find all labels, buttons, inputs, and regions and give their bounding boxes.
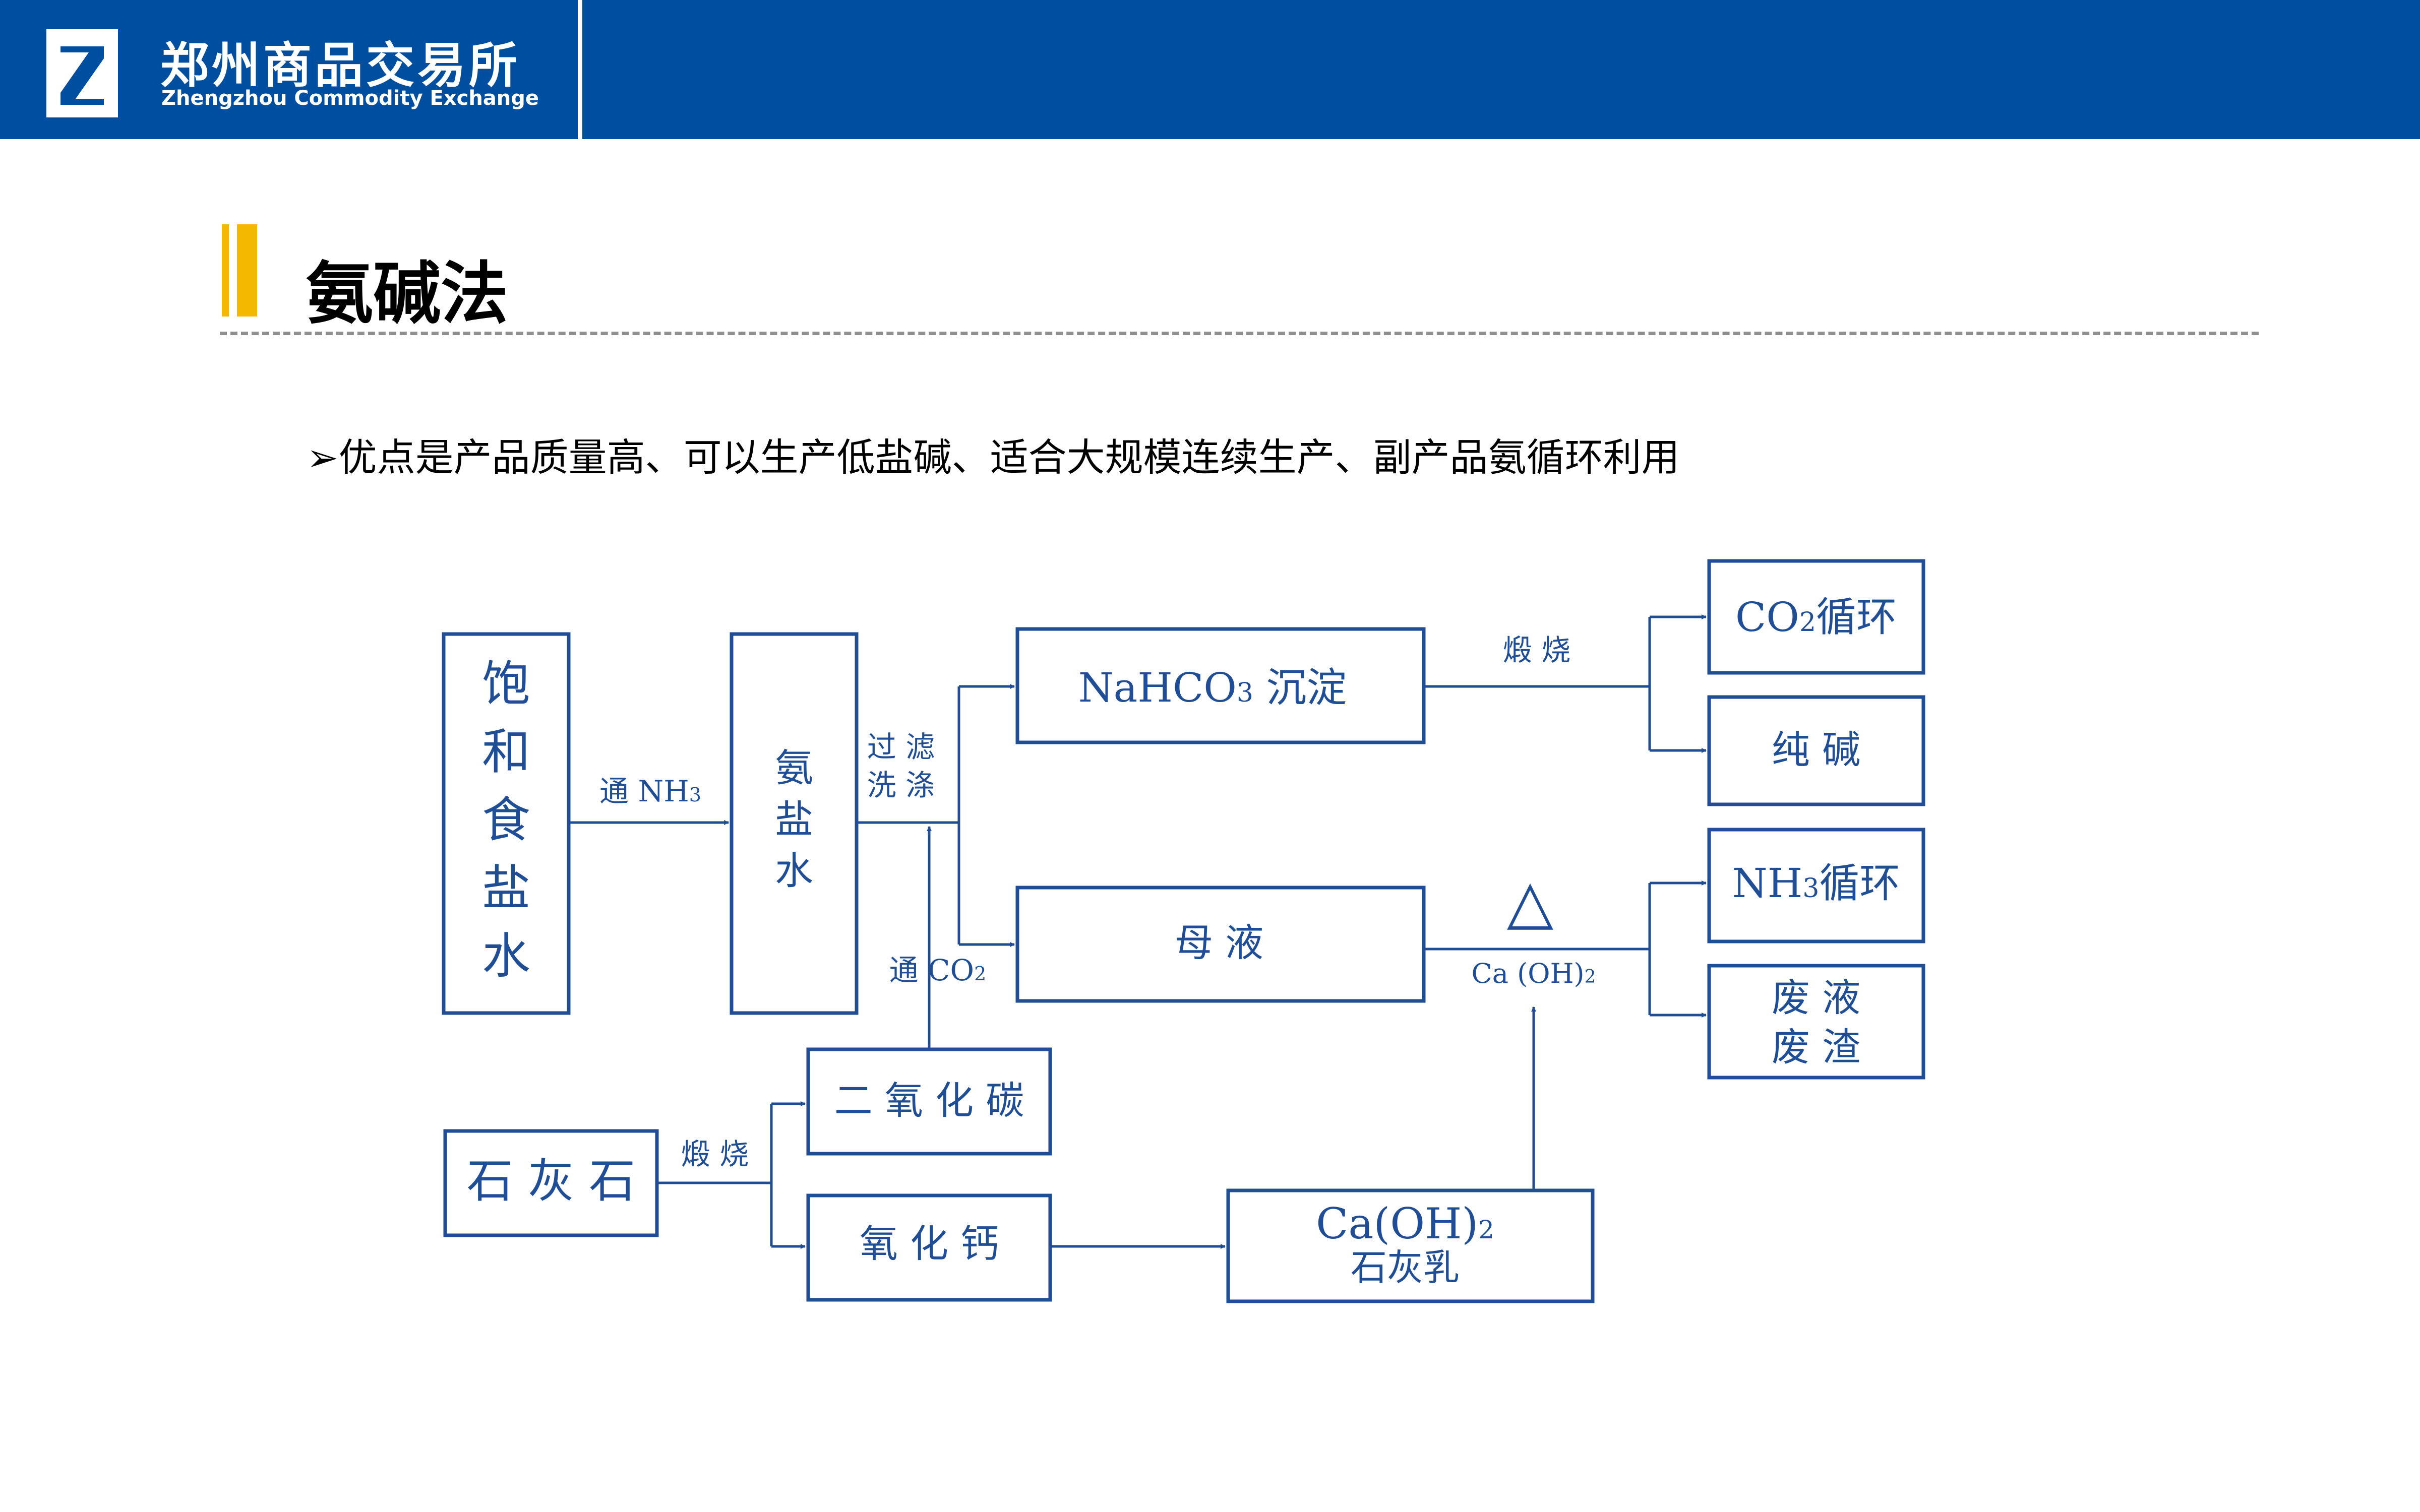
co2-cycle-label: CO2循环 <box>1735 594 1897 641</box>
header-bar <box>0 0 2420 139</box>
brine-char: 食 <box>482 792 530 848</box>
waste-residue-label: 废 渣 <box>1772 1025 1860 1069</box>
brine-char: 水 <box>482 928 530 984</box>
header-divider <box>578 0 582 139</box>
co2-node-label: 二 氧 化 碳 <box>834 1078 1024 1123</box>
filter-label: 过 滤 <box>867 730 935 764</box>
calcine-bottom-label: 煅 烧 <box>681 1137 749 1171</box>
brine-char: 盐 <box>482 860 530 916</box>
heat-symbol: △ <box>1507 867 1553 937</box>
wash-label: 洗 涤 <box>867 768 935 802</box>
ammonia-brine-char: 水 <box>775 848 813 893</box>
caoh2-label: Ca (OH)2 <box>1471 958 1596 989</box>
nahco3-label: NaHCO3 沉淀 <box>1078 664 1347 711</box>
mother-liquor-label: 母 液 <box>1175 920 1263 965</box>
mother-liquor-box <box>1015 886 1426 1003</box>
co2-in-label: 通 CO2 <box>889 953 987 987</box>
brine-char: 饱 <box>482 656 530 712</box>
ammonia-brine-char: 盐 <box>775 797 813 842</box>
soda-ash-label: 纯 碱 <box>1772 727 1860 772</box>
title-accent-bar <box>222 224 229 317</box>
nh3-cycle-box <box>1707 828 1925 943</box>
title-divider <box>220 332 2259 335</box>
co2-cycle-box <box>1707 559 1925 675</box>
lime-milk-formula: Ca(OH)2 <box>1316 1199 1494 1248</box>
limestone-label: 石 灰 石 <box>467 1154 636 1208</box>
waste-box <box>1707 964 1925 1080</box>
advantages-bullet: ➢优点是产品质量高、可以生产低盐碱、适合大规模连续生产、副产品氨循环利用 <box>307 435 1680 480</box>
waste-liquid-label: 废 液 <box>1772 975 1860 1020</box>
calcine-top-label: 煅 烧 <box>1503 633 1570 667</box>
ammonia-brine-char: 氨 <box>775 745 813 790</box>
logo-english-name: Zhengzhou Commodity Exchange <box>161 87 539 110</box>
nh3-in-label: 通 NH3 <box>599 774 701 808</box>
soda-ash-box <box>1707 695 1925 806</box>
lime-milk-label: 石灰乳 <box>1351 1246 1460 1289</box>
page-title: 氨碱法 <box>306 255 509 333</box>
zce-logo-icon <box>46 29 118 117</box>
lime-milk-box <box>1226 1188 1595 1303</box>
nh3-cycle-label: NH3循环 <box>1732 860 1900 907</box>
cao-label: 氧 化 钙 <box>860 1221 999 1266</box>
brine-char: 和 <box>482 724 530 780</box>
logo-chinese-name: 郑州商品交易所 <box>160 37 520 94</box>
title-accent-bar <box>237 224 257 317</box>
